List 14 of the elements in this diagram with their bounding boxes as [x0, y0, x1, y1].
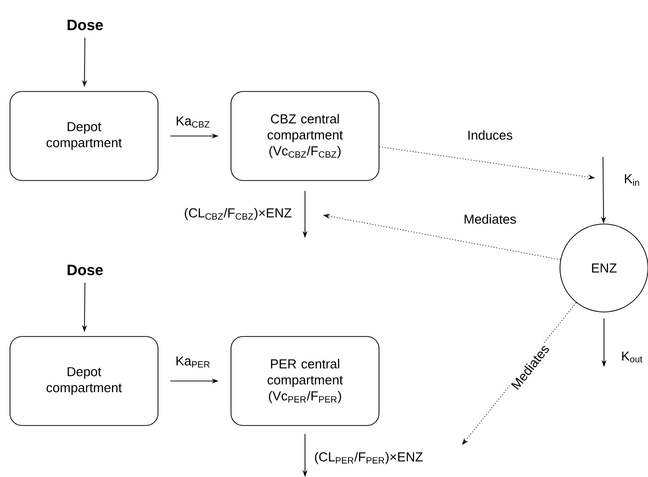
edge-label: Ka$_{CBZ}$ — [174, 115, 212, 129]
compartment-box: CBZ central compartment (Vc$_{CBZ}$/F$_{CBZ}$) — [230, 91, 380, 181]
edge-label: Ka$_{PER}$ — [174, 355, 212, 369]
compartment-box: Depot compartment — [10, 91, 158, 181]
edge-label: (CL$_{CBZ}$/F$_{CBZ}$)×ENZ — [182, 206, 293, 222]
edge-label: K$_{out}$ — [620, 350, 644, 364]
edge-label: K$_{in}$ — [622, 173, 642, 187]
compartment-box: Depot compartment — [10, 336, 158, 426]
compartment-box: PER central compartment (Vc$_{PER}$/F$_{PER}$) — [230, 336, 380, 426]
edge-label: (CL$_{PER}$/F$_{PER}$)×ENZ — [313, 450, 424, 466]
edge-label: Induces — [466, 129, 514, 141]
dose-label: Dose — [68, 264, 103, 276]
edge-label: Mediates — [462, 213, 518, 225]
dose-label: Dose — [68, 20, 103, 30]
